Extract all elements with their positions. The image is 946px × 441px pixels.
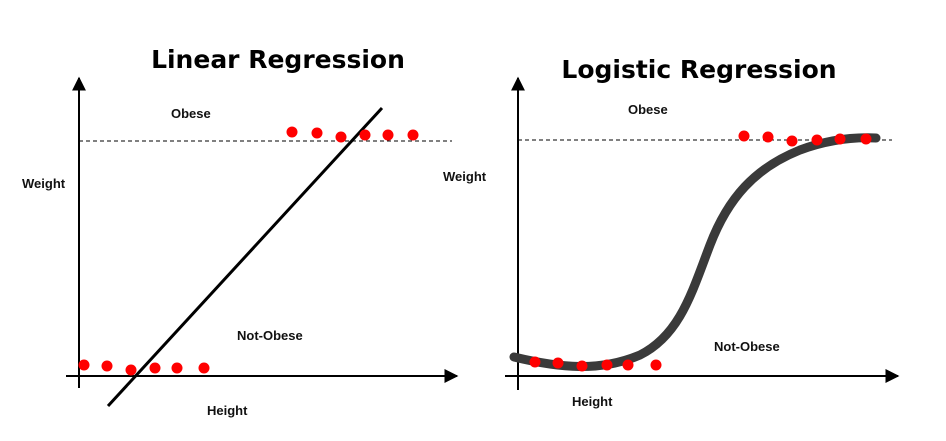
data-point: [811, 134, 823, 146]
data-point: [198, 362, 210, 374]
data-point: [382, 129, 394, 141]
data-point: [286, 126, 298, 138]
data-point: [125, 364, 137, 376]
logistic-top-class-label: Obese: [628, 102, 668, 117]
data-point: [834, 133, 846, 145]
data-point: [860, 133, 872, 145]
data-point: [601, 359, 613, 371]
linear-not-obese-points: [78, 359, 210, 376]
data-point: [171, 362, 183, 374]
data-point: [78, 359, 90, 371]
data-point: [738, 130, 750, 142]
data-point: [529, 356, 541, 368]
data-point: [786, 135, 798, 147]
logistic-title: Logistic Regression: [561, 55, 836, 84]
logistic-sigmoid-curve: [509, 133, 881, 371]
linear-bottom-class-label: Not-Obese: [237, 328, 303, 343]
linear-regression-panel: Linear Regression Obese Weight Not-Obese…: [22, 45, 459, 418]
data-point: [149, 362, 161, 374]
linear-x-axis-label: Height: [207, 403, 248, 418]
logistic-y-axis-label: Weight: [443, 169, 487, 184]
logistic-bottom-class-label: Not-Obese: [714, 339, 780, 354]
data-point: [552, 357, 564, 369]
data-point: [359, 129, 371, 141]
linear-y-axis-label: Weight: [22, 176, 66, 191]
linear-title: Linear Regression: [151, 45, 405, 74]
logistic-regression-panel: Logistic Regression Obese Weight Not-Obe…: [443, 55, 900, 409]
logistic-x-axis-label: Height: [572, 394, 613, 409]
linear-fit-line: [106, 106, 384, 408]
logistic-not-obese-points: [529, 356, 662, 372]
data-point: [650, 359, 662, 371]
data-point: [762, 131, 774, 143]
logistic-obese-points: [738, 130, 872, 147]
data-point: [335, 131, 347, 143]
data-point: [622, 359, 634, 371]
linear-obese-points: [286, 126, 419, 143]
linear-top-class-label: Obese: [171, 106, 211, 121]
data-point: [576, 360, 588, 372]
data-point: [101, 360, 113, 372]
data-point: [311, 127, 323, 139]
data-point: [407, 129, 419, 141]
